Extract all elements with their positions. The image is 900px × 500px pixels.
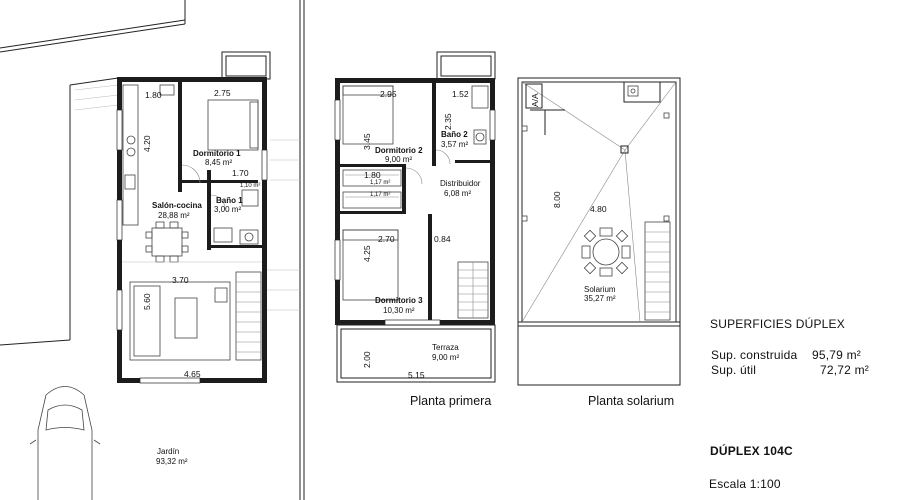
useful-surface-label: Sup. útil [711, 363, 756, 377]
built-surface-value: 95,79 m² [812, 348, 861, 362]
room-bano-1: Baño 1 [216, 196, 243, 205]
area-bano-2: 3,57 m² [441, 140, 468, 149]
dim-2-00: 2.00 [362, 351, 372, 368]
dim-3-70: 3.70 [172, 275, 189, 285]
room-solarium: Solarium [584, 285, 616, 294]
parked-car-icon [29, 386, 101, 500]
area-closet-a: 1,17 m² [370, 180, 390, 186]
dim-1-80: 1.80 [145, 90, 162, 100]
area-closet-b: 1,17 m² [370, 192, 390, 198]
dim-1-70: 1.70 [232, 168, 249, 178]
dim-4-25: 4.25 [362, 245, 372, 262]
first-floor-labels: 2.95 1.52 3.45 2.35 Dormitorio 2 9,00 m²… [362, 89, 491, 408]
room-salon-cocina: Salón-cocina [152, 201, 202, 210]
room-dormitorio-2: Dormitorio 2 [375, 146, 423, 155]
garden-label: Jardín [157, 447, 179, 456]
dim-8-00: 8.00 [552, 191, 562, 208]
area-dormitorio-1: 8,45 m² [205, 158, 232, 167]
first-floor-plan [334, 51, 496, 383]
dim-5-60: 5.60 [142, 293, 152, 310]
room-bano-2: Baño 2 [441, 130, 468, 139]
dim-2-75: 2.75 [214, 88, 231, 98]
dim-4-20: 4.20 [142, 135, 152, 152]
aa-label: A/A [530, 93, 540, 107]
solarium-labels: A/A 8.00 4.80 Solarium 35,27 m² Planta s… [530, 93, 674, 408]
dim-3-45: 3.45 [362, 133, 372, 150]
room-distribuidor: Distribuidor [440, 179, 481, 188]
ground-floor-labels: 1.80 2.75 4.20 Dormitorio 1 8,45 m² 1.70… [142, 88, 260, 466]
surfaces-info-panel: SUPERFICIES DÚPLEX Sup. construida 95,79… [709, 316, 869, 491]
dim-5-15: 5.15 [408, 370, 425, 380]
ground-floor-plan [116, 51, 271, 384]
area-closet: 1,10 m² [240, 183, 260, 189]
area-solarium: 35,27 m² [584, 294, 616, 303]
area-salon-cocina: 28,88 m² [158, 211, 190, 220]
dim-2-70: 2.70 [378, 234, 395, 244]
title-planta-solarium: Planta solarium [588, 394, 674, 408]
area-distribuidor: 6,08 m² [444, 189, 471, 198]
dim-1-52: 1.52 [452, 89, 469, 99]
area-dormitorio-2: 9,00 m² [385, 155, 412, 164]
title-planta-primera: Planta primera [410, 394, 491, 408]
dim-4-65: 4.65 [184, 369, 201, 379]
surfaces-title: SUPERFICIES DÚPLEX [710, 316, 845, 331]
dim-1-80-first: 1.80 [364, 170, 381, 180]
area-terraza: 9,00 m² [432, 353, 459, 362]
solarium-plan [517, 77, 681, 386]
scale-label: Escala 1:100 [709, 477, 781, 491]
model-name: DÚPLEX 104C [710, 443, 793, 458]
dim-4-80: 4.80 [590, 204, 607, 214]
site-boundary [0, 0, 305, 500]
garden-area: 93,32 m² [156, 457, 188, 466]
area-bano-1: 3,00 m² [214, 205, 241, 214]
dim-2-35: 2.35 [443, 113, 453, 130]
room-terraza: Terraza [432, 343, 459, 352]
useful-surface-value: 72,72 m² [820, 363, 869, 377]
built-surface-label: Sup. construida [711, 348, 798, 362]
dim-0-84: 0.84 [434, 234, 451, 244]
room-dormitorio-1: Dormitorio 1 [193, 149, 241, 158]
area-dormitorio-3: 10,30 m² [383, 306, 415, 315]
room-dormitorio-3: Dormitorio 3 [375, 296, 423, 305]
dim-2-95: 2.95 [380, 89, 397, 99]
